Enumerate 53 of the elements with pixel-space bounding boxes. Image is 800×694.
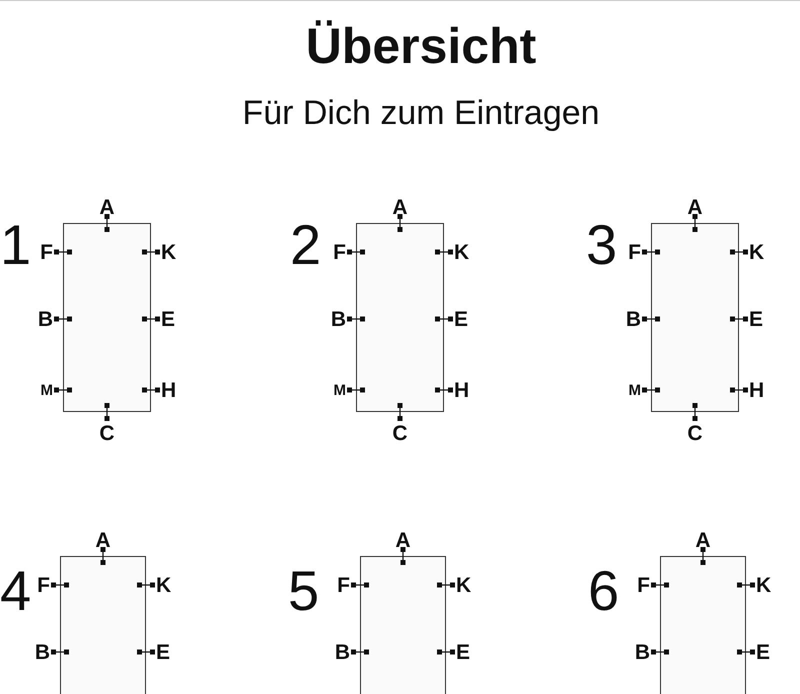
arena-number: 4 <box>0 563 32 619</box>
marker-letter: F <box>337 575 350 596</box>
marker-letter: A <box>694 530 712 551</box>
marker-letter: M <box>40 383 53 398</box>
arena-outline <box>360 556 446 694</box>
marker-letter: B <box>330 309 346 330</box>
arena-number: 2 <box>290 217 322 273</box>
arena-number: 6 <box>588 563 620 619</box>
marker-letter: K <box>156 575 172 596</box>
marker-letter: E <box>756 642 770 663</box>
arena-number: 3 <box>586 217 618 273</box>
marker-letter: F <box>628 242 641 263</box>
marker-letter: B <box>626 309 641 330</box>
marker-letter: E <box>156 642 170 663</box>
marker-letter: K <box>756 575 772 596</box>
arena-outline <box>60 556 146 694</box>
marker-letter: K <box>161 242 176 263</box>
marker-letter: H <box>161 380 176 401</box>
marker-letter: M <box>334 383 346 398</box>
marker-letter: M <box>628 383 641 398</box>
marker-letter: F <box>637 575 650 596</box>
marker-letter: A <box>394 530 412 551</box>
marker-letter: A <box>94 530 112 551</box>
marker-letter: C <box>98 423 116 444</box>
marker-letter: F <box>40 242 53 263</box>
marker-letter: F <box>333 242 346 263</box>
marker-letter: B <box>38 309 53 330</box>
arena-outline <box>660 556 746 694</box>
marker-letter: A <box>686 197 704 218</box>
marker-letter: A <box>391 197 409 218</box>
marker-letter: C <box>686 423 704 444</box>
marker-letter: K <box>456 575 472 596</box>
marker-letter: E <box>749 309 764 330</box>
marker-letter: B <box>334 642 350 663</box>
marker-letter: K <box>749 242 764 263</box>
marker-letter: B <box>34 642 50 663</box>
marker-letter: E <box>456 642 470 663</box>
marker-letter: C <box>391 423 409 444</box>
arena-outline <box>356 223 444 412</box>
marker-letter: F <box>37 575 50 596</box>
marker-letter: H <box>749 380 764 401</box>
arena-number: 5 <box>288 563 320 619</box>
title: Übersicht <box>304 19 538 74</box>
marker-letter: K <box>454 242 470 263</box>
marker-letter: B <box>634 642 650 663</box>
arena-outline <box>651 223 739 412</box>
marker-letter: E <box>161 309 176 330</box>
marker-letter: E <box>454 309 468 330</box>
marker-letter: H <box>454 380 470 401</box>
arena-number: 1 <box>0 217 32 273</box>
subtitle: Für Dich zum Eintragen <box>241 93 601 134</box>
marker-letter: A <box>98 197 116 218</box>
arena-outline <box>63 223 151 412</box>
